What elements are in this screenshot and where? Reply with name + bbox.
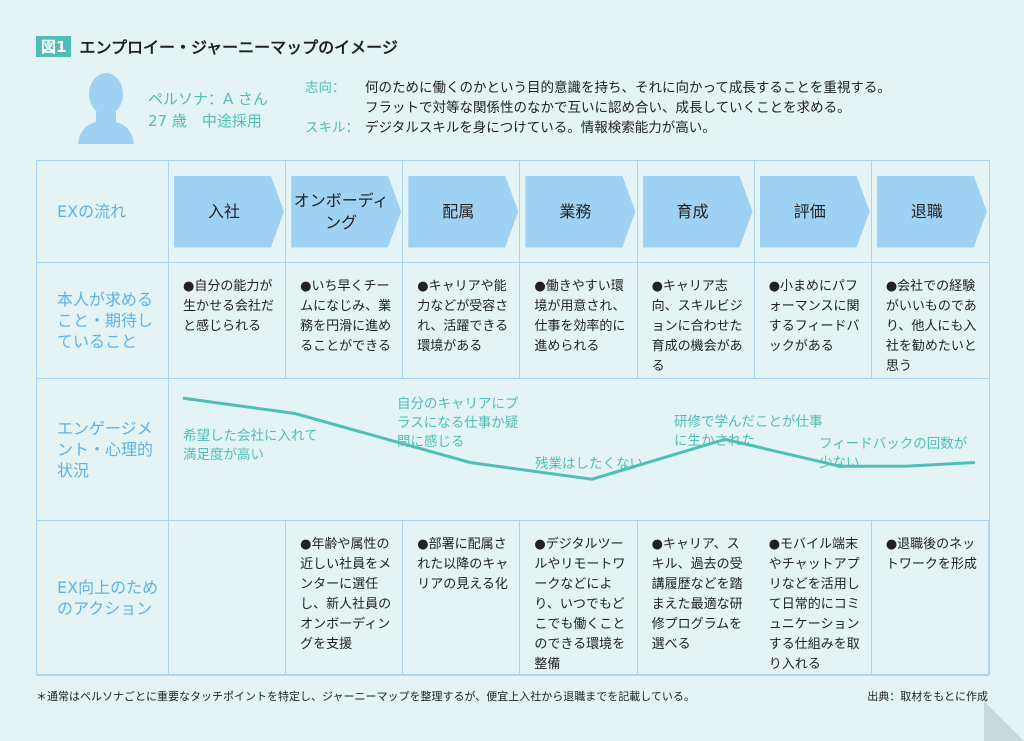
footnote: ＊通常はペルソナごとに重要なタッチポイントを特定し、ジャーニーマップを整理するが…	[36, 690, 695, 703]
expectation-cell: ●自分の能力が生かせる会社だと感じられる	[169, 263, 287, 379]
engagement-line-chart	[182, 396, 976, 481]
skill-text: デジタルスキルを身につけている。情報検索能力が高い。	[365, 120, 716, 136]
orientation-text: 何のために働くのかという目的意識を持ち、それに向かって成長することを重視する。	[365, 80, 891, 96]
engagement-label: 研修で学んだことが仕事に生かされた	[674, 414, 823, 449]
engagement-label: 残業はしたくない	[535, 456, 643, 472]
action-cell: ●退職後のネットワークを形成	[871, 521, 989, 676]
journey-map-table: EXの流れ 入社オンボーディング配属業務育成評価退職本人が求めること・期待してい…	[36, 160, 990, 676]
stage-cell: オンボーディング	[286, 161, 404, 263]
action-cell: ●デジタルツールやリモートワークなどにより、いつでもどこでも働くことのできる環境…	[520, 521, 638, 676]
row-header-flow: EXの流れ	[37, 161, 169, 263]
row-header-engagement: エンゲージメント・心理的状況	[37, 379, 169, 521]
stage-arrow: 業務	[525, 175, 636, 248]
action-cell: ●モバイル端末やチャットアプリなどを活用して日常的にコミュニケーションする仕組み…	[754, 521, 872, 676]
stage-arrow: 退職	[876, 175, 987, 248]
page-fold	[984, 701, 1024, 741]
stage-arrow: 育成	[642, 175, 753, 248]
orientation-label: 志向：	[305, 80, 346, 96]
persona: ペルソナ：A さん 27 歳 中途採用	[148, 88, 268, 132]
stage-cell: 退職	[871, 161, 989, 263]
title-text: エンプロイー・ジャーニーマップのイメージ	[79, 38, 398, 57]
row-header-expectations: 本人が求めること・期待していること	[37, 263, 169, 379]
action-cell: ●年齢や属性の近しい社員をメンターに選任し、新人社員のオンボーディングを支援	[286, 521, 404, 676]
row-header-actions: EX向上のためのアクション	[37, 521, 169, 676]
action-cell	[169, 521, 287, 676]
expectation-cell: ●キャリアや能力などが受容され、活躍できる環境がある	[403, 263, 521, 379]
skill-label: スキル：	[305, 120, 359, 136]
stage-cell: 配属	[403, 161, 521, 263]
stage-cell: 評価	[754, 161, 872, 263]
stage-arrow: 配属	[408, 175, 519, 248]
expectation-cell: ●小まめにパフォーマンスに関するフィードバックがある	[754, 263, 872, 379]
stage-cell: 業務	[520, 161, 638, 263]
action-cell: ●キャリア、スキル、過去の受講履歴などを踏まえた最適な研修プログラムを選べる	[637, 521, 755, 676]
engagement-label: 希望した会社に入れて満足度が高い	[183, 428, 318, 463]
stage-arrow: 評価	[759, 175, 870, 248]
stage-cell: 育成	[637, 161, 755, 263]
engagement-chart: 希望した会社に入れて満足度が高い 自分のキャリアにプラスになる仕事か疑問に感じる残…	[169, 379, 989, 521]
stage-arrow: オンボーディング	[291, 175, 402, 248]
persona-description: 志向： 何のために働くのかという目的意識を持ち、それに向かって成長することを重視す…	[305, 78, 891, 138]
expectation-cell: ●会社での経験がいいものであり、他人にも入社を勧めたいと思う	[871, 263, 989, 379]
expectation-cell: ●働きやすい環境が用意され、仕事を効率的に進められる	[520, 263, 638, 379]
persona-name: ペルソナ：A さん	[148, 90, 269, 108]
action-cell: ●部署に配属された以降のキャリアの見える化	[403, 521, 521, 676]
expectation-cell: ●いち早くチームになじみ、業務を円滑に進めることができる	[286, 263, 404, 379]
stage-arrow: 入社	[174, 175, 284, 248]
engagement-label: フィードバックの回数が少ない	[819, 436, 968, 471]
expectation-cell: ●キャリア志向、スキルビジョンに合わせた育成の機会がある	[637, 263, 755, 379]
figure-title: 図1 エンプロイー・ジャーニーマップのイメージ	[36, 34, 398, 58]
person-icon	[78, 73, 134, 144]
engagement-label: 自分のキャリアにプラスになる仕事か疑問に感じる	[397, 396, 519, 450]
source: 出典：取材をもとに作成	[867, 690, 988, 703]
figure-number: 図1	[36, 35, 72, 57]
orientation-text: フラットで対等な関係性のなかで互いに認め合い、成長していくことを求める。	[365, 100, 851, 116]
engagement-line	[182, 396, 976, 481]
persona-detail: 27 歳 中途採用	[148, 112, 262, 130]
stage-cell: 入社	[169, 161, 287, 263]
